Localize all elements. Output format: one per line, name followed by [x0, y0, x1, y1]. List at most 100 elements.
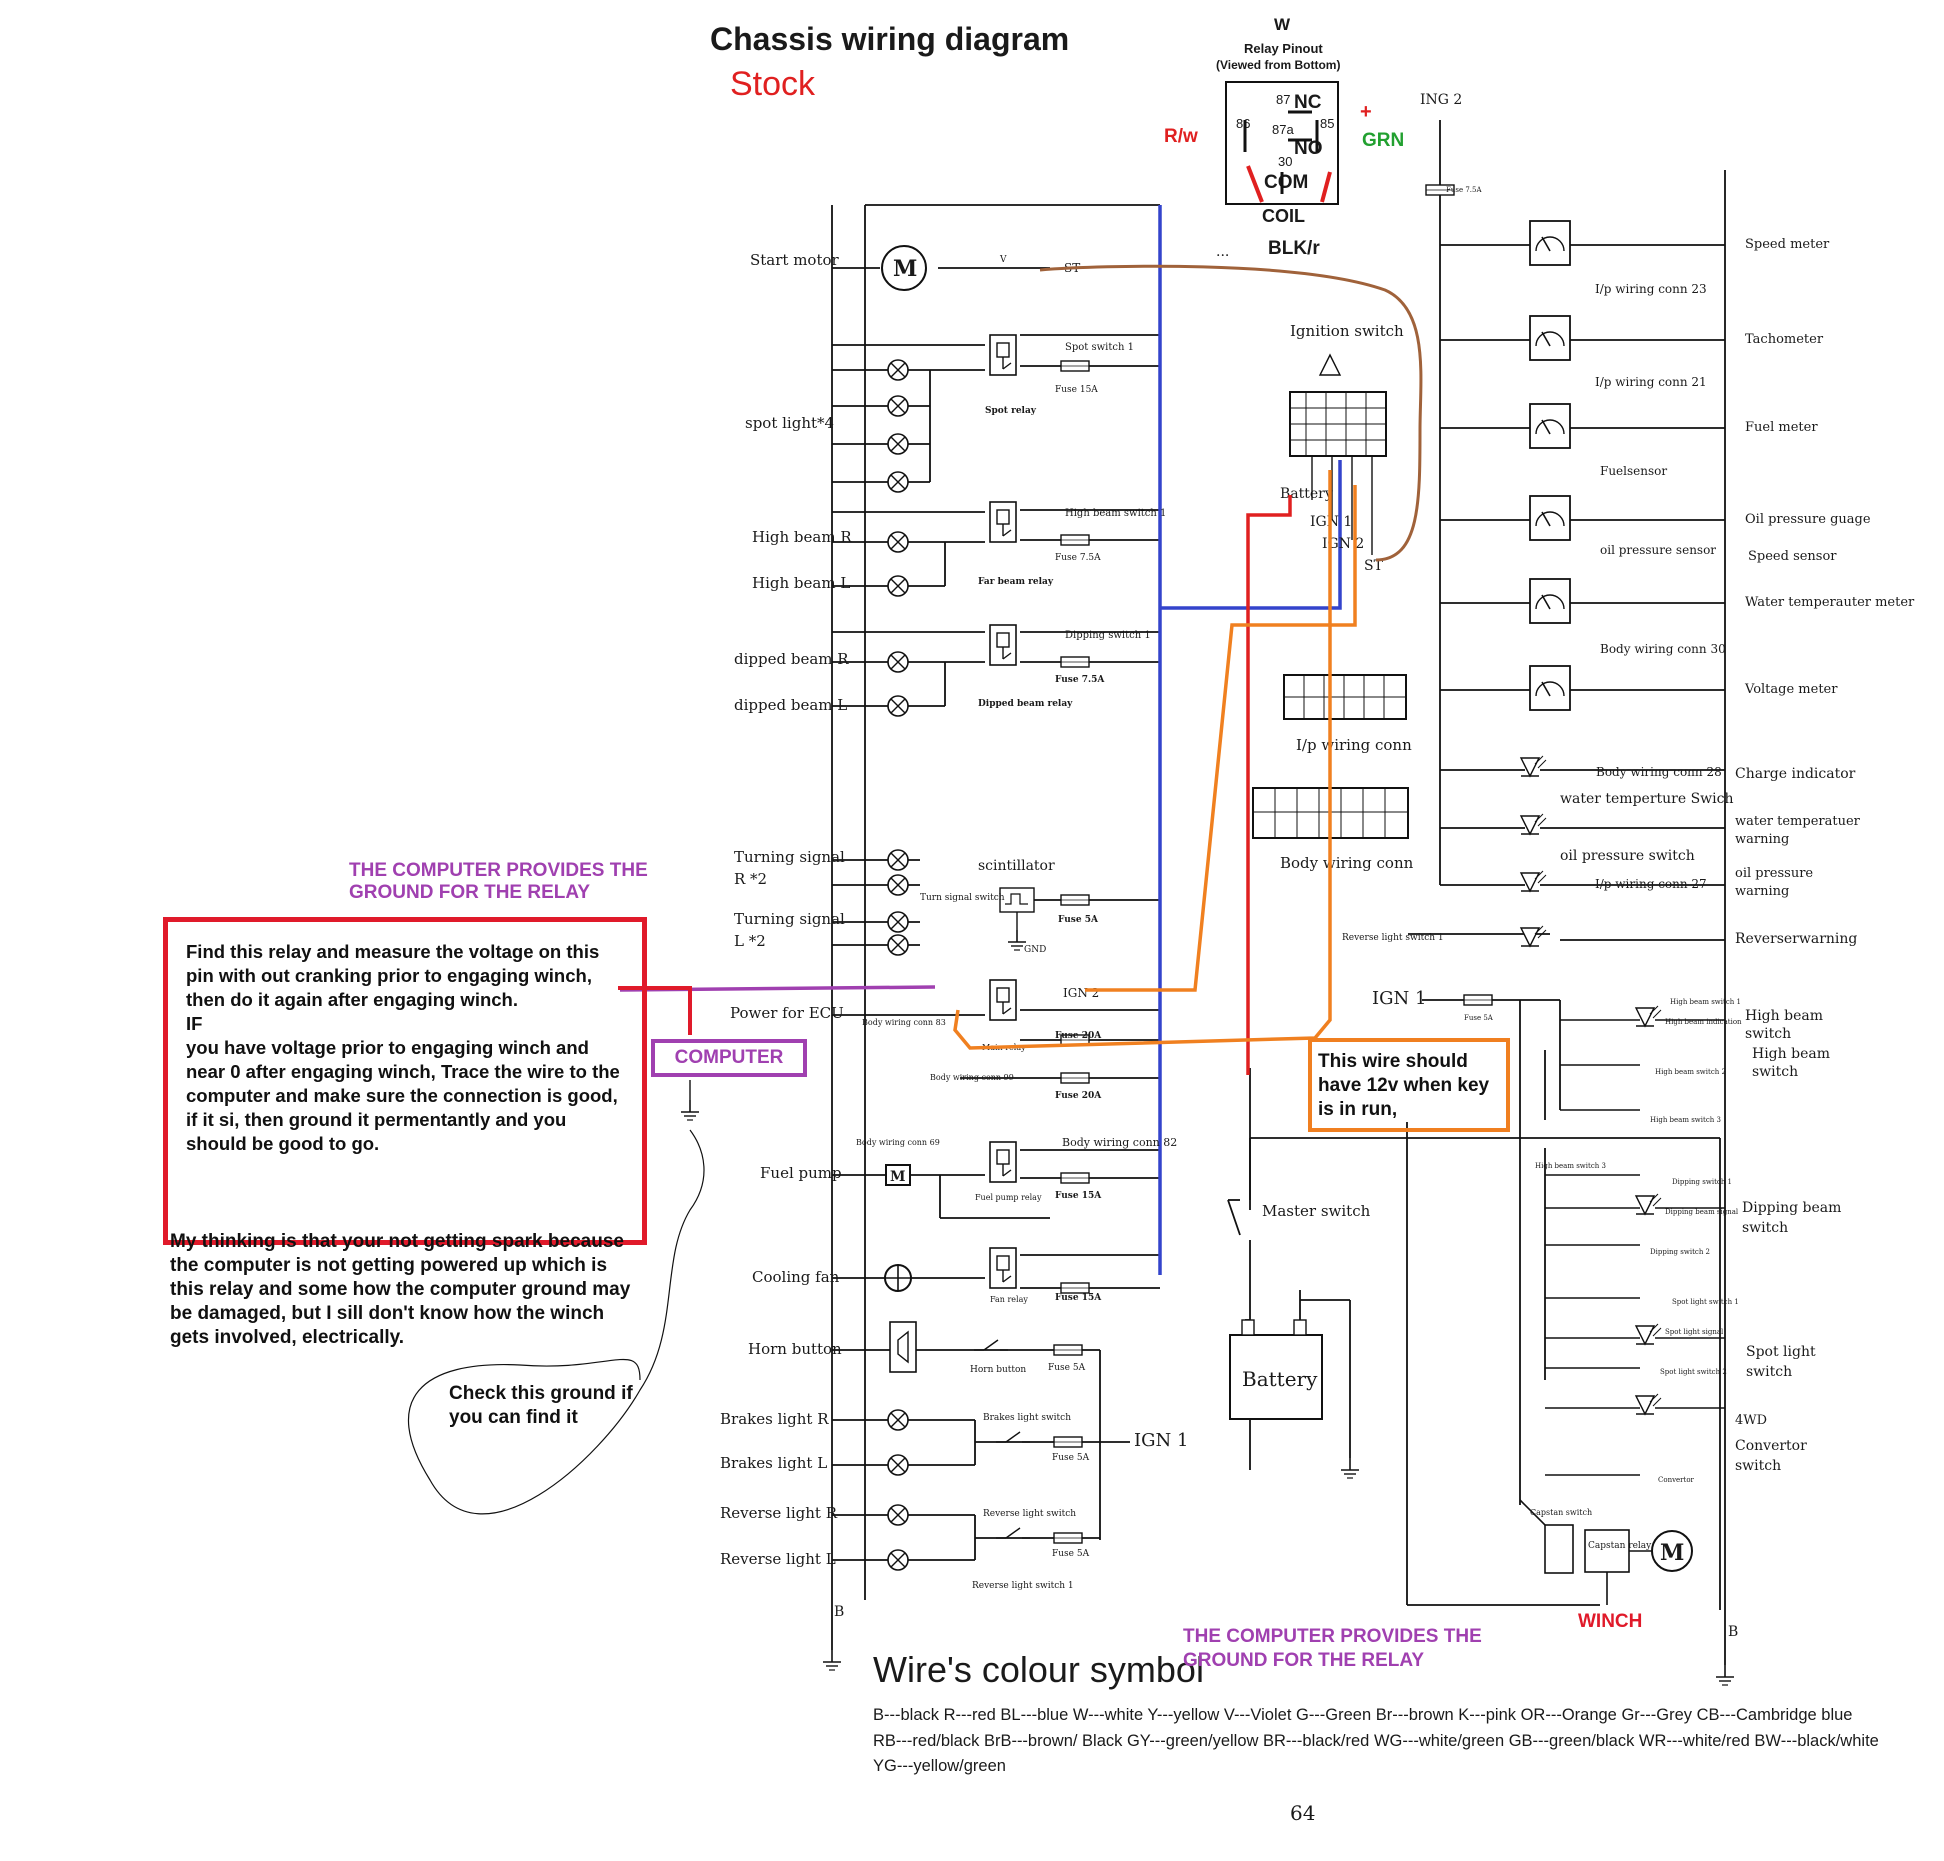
pin-com: COM — [1264, 172, 1308, 193]
svg-text:switch: switch — [1745, 1026, 1791, 1042]
ground-battery — [1340, 1457, 1360, 1479]
svg-text:I/p wiring conn 27: I/p wiring conn 27 — [1595, 877, 1707, 891]
svg-text:Spot light switch 1: Spot light switch 1 — [1672, 1298, 1739, 1306]
svg-text:High beam: High beam — [1752, 1046, 1830, 1062]
check-ground-note: Check this ground if you can find it — [449, 1383, 633, 1428]
svg-text:Power for ECU: Power for ECU — [730, 1004, 844, 1022]
svg-text:Turning signal: Turning signal — [734, 848, 845, 866]
svg-text:warning: warning — [1735, 884, 1789, 899]
svg-text:Spot light signal: Spot light signal — [1665, 1328, 1724, 1336]
lamp-symbols — [887, 359, 909, 1571]
svg-text:IGN 1: IGN 1 — [1372, 988, 1426, 1009]
svg-text:ST: ST — [1364, 558, 1384, 574]
svg-text:Horn button: Horn button — [748, 1340, 842, 1358]
svg-text:High beam switch 1: High beam switch 1 — [1065, 508, 1166, 519]
pin-85: 85 — [1320, 116, 1334, 131]
svg-text:Fuse 7.5A: Fuse 7.5A — [1446, 186, 1482, 194]
svg-text:I/p wiring conn: I/p wiring conn — [1296, 736, 1412, 754]
svg-text:High beam switch 1: High beam switch 1 — [1670, 998, 1741, 1006]
svg-text:Fan relay: Fan relay — [990, 1295, 1028, 1304]
pin-dots: ... — [1216, 244, 1229, 260]
svg-text:M: M — [1660, 1540, 1684, 1566]
blue-wire — [1158, 205, 1342, 1275]
start-motor: M — [881, 245, 927, 291]
svg-text:Tachometer: Tachometer — [1745, 332, 1824, 347]
legend-title: Wire's colour symbol — [873, 1649, 1204, 1690]
svg-text:Convertor: Convertor — [1658, 1476, 1695, 1484]
svg-text:L *2: L *2 — [734, 932, 766, 950]
svg-text:ING 2: ING 2 — [1420, 92, 1462, 108]
pin-plus: + — [1360, 101, 1372, 123]
svg-text:Battery: Battery — [1242, 1367, 1318, 1391]
pinout-w: W — [1274, 15, 1291, 34]
svg-text:Fuel meter: Fuel meter — [1745, 420, 1818, 435]
brown-wire — [1039, 264, 1423, 562]
scintillator — [999, 887, 1035, 951]
pin-87a: 87a — [1272, 122, 1294, 137]
ground-loop-sketch — [407, 1129, 705, 1515]
svg-text:High beam R: High beam R — [752, 528, 852, 546]
computer-box: COMPUTER — [651, 1039, 807, 1077]
right-switch-lines — [1519, 1019, 1725, 1526]
right-wiring — [1439, 120, 1726, 1665]
svg-text:Capstan switch: Capstan switch — [1530, 1508, 1592, 1517]
svg-text:M: M — [893, 256, 917, 282]
svg-text:Dipping switch 1: Dipping switch 1 — [1065, 630, 1151, 641]
svg-text:I/p wiring conn 23: I/p wiring conn 23 — [1595, 282, 1707, 296]
svg-text:Fuse 5A: Fuse 5A — [1052, 1549, 1090, 1559]
svg-text:IGN 1: IGN 1 — [1134, 1430, 1188, 1451]
svg-text:High beam switch 2: High beam switch 2 — [1655, 1068, 1726, 1076]
svg-text:M: M — [890, 1169, 906, 1185]
svg-text:Body wiring conn 69: Body wiring conn 69 — [856, 1138, 940, 1147]
svg-text:Fuse 7.5A: Fuse 7.5A — [1055, 553, 1101, 563]
svg-text:Body wiring conn 30: Body wiring conn 30 — [1600, 642, 1726, 656]
red-wire — [1246, 495, 1292, 1075]
svg-text:Reverse light switch 1: Reverse light switch 1 — [972, 1581, 1074, 1591]
svg-text:Fuse 5A: Fuse 5A — [1058, 915, 1099, 925]
svg-text:Battery: Battery — [1280, 486, 1333, 502]
svg-text:Convertor: Convertor — [1735, 1438, 1807, 1454]
svg-text:Fuse 15A: Fuse 15A — [1055, 1191, 1102, 1201]
svg-text:Reverse light switch 1: Reverse light switch 1 — [1342, 933, 1444, 943]
svg-text:High beam L: High beam L — [752, 574, 850, 592]
svg-text:Start motor: Start motor — [750, 251, 840, 269]
capstan-winch: Capstan relay M Capstan switch — [1530, 1508, 1693, 1605]
svg-text:Fuse 7.5A: Fuse 7.5A — [1055, 675, 1105, 685]
ground-right — [1715, 1664, 1735, 1686]
pin-grn: GRN — [1362, 130, 1404, 151]
svg-text:I/p wiring conn 21: I/p wiring conn 21 — [1595, 375, 1707, 389]
svg-text:oil pressure: oil pressure — [1735, 866, 1813, 881]
svg-text:Spot relay: Spot relay — [985, 406, 1037, 416]
svg-text:Body wiring conn 99: Body wiring conn 99 — [930, 1073, 1014, 1082]
svg-text:Turning signal: Turning signal — [734, 910, 845, 928]
fuel-pump-symbol: M — [885, 1164, 911, 1186]
ground-left — [822, 1649, 842, 1671]
svg-text:Fuse 20A: Fuse 20A — [1055, 1091, 1102, 1101]
ignition-switch: Ignition switch Battery IGN 1 IGN 2 ST — [1280, 322, 1404, 574]
svg-text:Spot switch 1: Spot switch 1 — [1065, 342, 1134, 353]
thinking-note: My thinking is that your not getting spa… — [170, 1231, 631, 1348]
svg-text:Fuse 15A: Fuse 15A — [1055, 385, 1098, 395]
pin-coil: COIL — [1262, 206, 1305, 226]
left-wiring — [831, 204, 1160, 1650]
svg-text:Reverserwarning: Reverserwarning — [1735, 931, 1857, 947]
relay-pinout: W Relay Pinout (Viewed from Bottom) 87 N… — [1164, 15, 1404, 260]
svg-text:Reverse light L: Reverse light L — [720, 1550, 836, 1568]
legend-line-2: RB---red/black BrB---brown/ Black GY---g… — [873, 1732, 1879, 1750]
battery: Battery — [1229, 1319, 1323, 1420]
svg-text:Body wiring conn: Body wiring conn — [1280, 854, 1414, 872]
pin-rw: R/w — [1164, 126, 1198, 147]
svg-text:Dipping switch 1: Dipping switch 1 — [1672, 1178, 1732, 1186]
svg-text:Dipping beam signal: Dipping beam signal — [1665, 1208, 1739, 1216]
pin-86: 86 — [1236, 116, 1250, 131]
relay-symbols — [989, 334, 1017, 1289]
svg-text:Horn button: Horn button — [970, 1365, 1026, 1375]
svg-text:switch: switch — [1742, 1220, 1788, 1236]
svg-text:Fuelsensor: Fuelsensor — [1600, 464, 1667, 478]
svg-text:oil pressure sensor: oil pressure sensor — [1600, 543, 1716, 557]
svg-text:Brakes light R: Brakes light R — [720, 1410, 829, 1428]
svg-text:switch: switch — [1735, 1458, 1781, 1474]
svg-text:Brakes light L: Brakes light L — [720, 1454, 827, 1472]
